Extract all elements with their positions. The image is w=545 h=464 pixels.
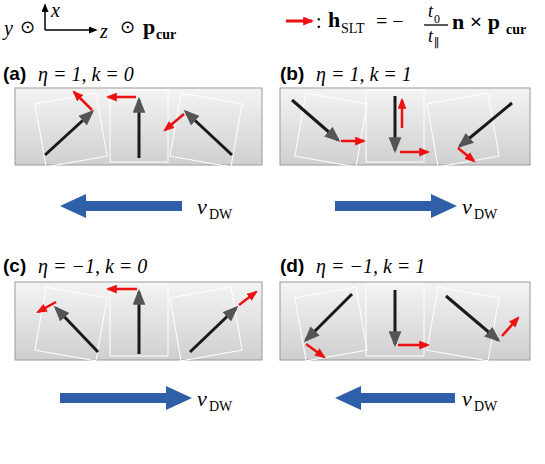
subscript: DW: [474, 400, 497, 414]
axis-label: y: [4, 18, 13, 38]
vector-symbol: p: [143, 16, 155, 38]
subscript: DW: [209, 400, 232, 414]
equation-operator: = −: [376, 11, 404, 31]
colon: :: [316, 11, 322, 31]
magnetization-arrows: [45, 96, 512, 354]
panel-parameters: η = −1, k = 1: [316, 256, 425, 276]
subscript: 0: [434, 13, 440, 25]
panels: [15, 88, 530, 360]
axis-label: z: [100, 21, 108, 41]
numerator: t: [428, 2, 433, 20]
torque-arrows: [38, 92, 518, 357]
vector-symbol: h: [328, 9, 340, 31]
panel-letter: (d): [280, 256, 304, 275]
subscript: SLT: [341, 22, 365, 36]
subscript: cur: [156, 28, 176, 42]
out-of-plane-symbol: ⊙: [20, 18, 35, 36]
vector-product: n × p: [452, 11, 500, 33]
denominator: t: [428, 27, 433, 45]
panel-letter: (a): [3, 64, 26, 83]
velocity-symbol: v: [197, 388, 207, 410]
subscript: DW: [474, 208, 497, 222]
velocity-symbol: v: [197, 196, 207, 218]
panel-parameters: η = 1, k = 0: [38, 64, 134, 84]
subscript: ∥: [434, 37, 440, 49]
panel-parameters: η = −1, k = 0: [38, 256, 147, 276]
axis-label: x: [51, 0, 60, 20]
red-arrow-sample: [286, 20, 312, 23]
subscript: DW: [209, 208, 232, 222]
panel-letter: (b): [280, 64, 304, 83]
subscript: cur: [506, 23, 526, 37]
cell-frames: [35, 90, 499, 361]
velocity-symbol: v: [462, 196, 472, 218]
panel-parameters: η = 1, k = 1: [316, 64, 412, 84]
panel-letter: (c): [3, 256, 26, 275]
velocity-arrows: [60, 194, 457, 410]
velocity-symbol: v: [462, 388, 472, 410]
out-of-plane-symbol: ⊙: [120, 18, 135, 36]
